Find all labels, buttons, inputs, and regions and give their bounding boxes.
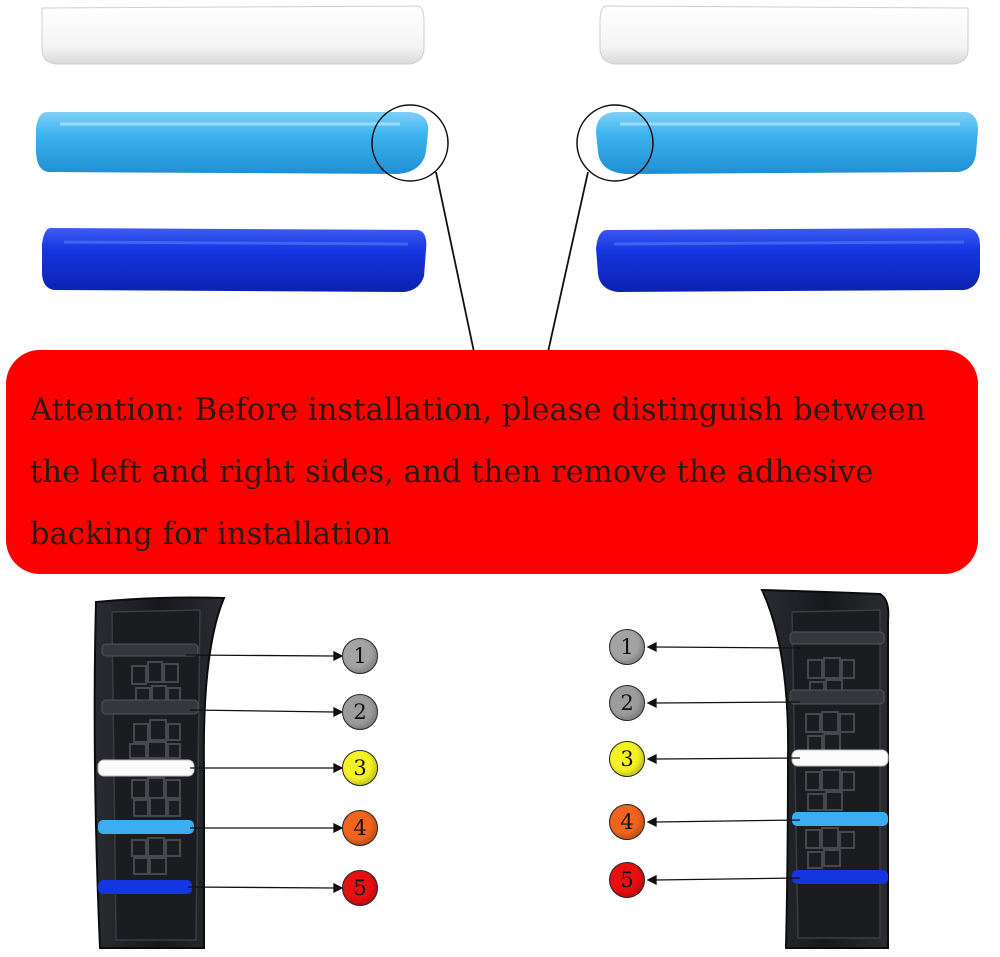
callout-right-3: 3: [609, 741, 645, 777]
attention-line-1: Attention: Before installation, please d…: [30, 393, 926, 428]
callout-left-3: 3: [342, 750, 378, 786]
white-strip-left: [41, 5, 425, 65]
callout-right-2: 2: [609, 685, 645, 721]
attention-line-3: backing for installation: [30, 517, 392, 552]
light-blue-strip-right: [596, 112, 978, 174]
dark-blue-strip-right: [596, 228, 980, 292]
callout-left-2: 2: [342, 694, 378, 730]
attention-line-2: the left and right sides, and then remov…: [30, 455, 874, 490]
callout-right-1: 1: [609, 629, 645, 665]
callout-right-5: 5: [609, 862, 645, 898]
detail-circle-left: [371, 104, 475, 353]
grille-left: [93, 596, 226, 949]
grille-right: [760, 588, 890, 949]
light-blue-strip-left: [36, 112, 429, 174]
callout-left-1: 1: [342, 638, 378, 674]
callout-left-5: 5: [342, 870, 378, 906]
white-strip-right: [599, 5, 969, 65]
attention-banner: Attention: Before installation, please d…: [6, 350, 978, 574]
dark-blue-strip-left: [42, 228, 427, 292]
detail-circle-right: [547, 104, 654, 353]
leader-lines-left: [185, 650, 344, 894]
callout-left-4: 4: [342, 810, 378, 846]
leader-lines-right: [646, 641, 801, 886]
callout-right-4: 4: [609, 804, 645, 840]
